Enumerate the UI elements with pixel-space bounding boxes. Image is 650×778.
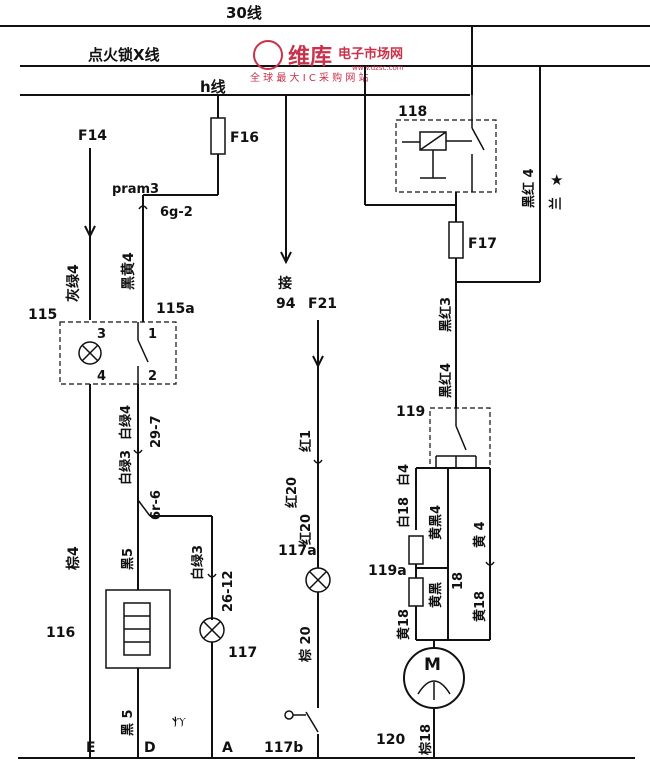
motor-label: M <box>424 655 441 675</box>
wire-black-red4: 黑红 4 <box>521 168 537 208</box>
component-115a-label: 115a <box>156 301 195 317</box>
component-120-label: 120 <box>376 732 405 748</box>
rail-30-label: 30线 <box>226 4 262 22</box>
component-119a-label: 119a <box>368 563 407 579</box>
wire-gray-green4: 灰绿4 <box>65 264 82 302</box>
fuse-f14-label: F14 <box>78 128 107 144</box>
pin-3-label: 3 <box>97 327 106 342</box>
fuse-f17-icon <box>448 221 464 259</box>
lamp-115-icon <box>78 341 102 365</box>
handwritten-mark: ⲯⲩ <box>172 713 186 728</box>
lamp-117a-cross-b <box>309 571 327 589</box>
resistor-b-icon <box>408 577 424 607</box>
motor-fan-icon <box>417 680 451 695</box>
relay-contact-blade-icon <box>471 127 485 151</box>
connector-yellow4-icon <box>485 561 495 566</box>
connector-29-7: 29-7 <box>149 415 164 448</box>
rail-h-label: h线 <box>200 78 226 96</box>
component-117-label: 117 <box>228 645 257 661</box>
terminal-D: D <box>144 740 156 756</box>
component-115-label: 115 <box>28 307 57 323</box>
wire-num18: 18 <box>451 572 466 590</box>
arrow-down-icon-3 <box>312 355 324 369</box>
watermark-site: 电子市场网 <box>338 46 403 62</box>
connector-6r6: 6r-6 <box>149 490 164 520</box>
wire-yellow4-label: 黄 4 <box>472 521 488 548</box>
watermark-logo-icon <box>253 40 283 70</box>
switch-119-box <box>429 407 491 469</box>
arrow-down-icon <box>84 225 96 239</box>
pin-2-label: 2 <box>148 369 157 384</box>
wire-6r6-split <box>137 499 151 517</box>
component-119-label: 119 <box>396 404 425 420</box>
watermark-slogan: 全 球 最 大 I C 采 购 网 站 <box>250 71 369 84</box>
pin-1-label: 1 <box>148 327 157 342</box>
rail-ignition-label: 点火锁X线 <box>88 46 160 64</box>
fuse-f16-label: F16 <box>230 130 259 146</box>
wire-white-green3: 白绿3 <box>118 450 134 485</box>
wire-yellow18-label: 黄18 <box>396 609 412 640</box>
connector-29-7-icon <box>133 449 143 454</box>
terminal-E: E <box>86 740 96 756</box>
wire-black-red3: 黑红3 <box>438 297 454 332</box>
wire-black-yellow4-label: 黑黄4 <box>120 252 137 290</box>
wire-black5: 黑5 <box>121 548 136 570</box>
switch-115-blade-icon <box>137 339 149 363</box>
wire-white-green4: 白绿4 <box>118 405 134 440</box>
connector-red1-icon <box>313 459 323 464</box>
ground-num: 94 <box>276 296 296 312</box>
component-115-box <box>59 321 177 385</box>
wire-white18: 白18 <box>396 497 412 528</box>
wire-red20: 红20 <box>284 477 300 508</box>
star-icon: ★ <box>550 171 563 189</box>
component-116-label: 116 <box>46 625 75 641</box>
wire-blue: 兰 <box>548 197 564 210</box>
wire-brown18-label: 棕18 <box>418 724 434 756</box>
switch-117b-blade-icon <box>305 711 319 733</box>
connector-pram3: pram3 <box>112 182 159 197</box>
watermark: 维库 电子市场网 www.dzsc.com 全 球 最 大 I C 采 购 网 … <box>250 40 404 84</box>
wire-yellow18b-label: 黄18 <box>472 591 488 622</box>
wire-red1: 红1 <box>298 430 314 452</box>
fuse-f21-label: F21 <box>308 296 337 312</box>
wire-red20b: 红20 <box>298 514 314 545</box>
wire-yellow-black18-label: 黄黑 <box>428 582 444 608</box>
wire-white4: 白4 <box>396 464 412 486</box>
component-117a-label: 117a <box>278 543 317 559</box>
component-117b-label: 117b <box>264 740 303 756</box>
fuse-f16-icon <box>210 117 226 155</box>
watermark-brand: 维库 <box>288 44 332 70</box>
terminal-A: A <box>222 740 233 756</box>
lamp-115-cross-b <box>81 344 99 362</box>
relay-coil-diag <box>419 131 447 151</box>
wire-yellow-black4-label: 黄黑4 <box>428 505 444 540</box>
component-118-label: 118 <box>398 104 427 120</box>
connector-6g2: 6g-2 <box>160 205 193 220</box>
fuse-f17-label: F17 <box>468 236 497 252</box>
resistor-a-icon <box>408 535 424 565</box>
switch-117b-knob-icon <box>284 710 294 720</box>
wire-brown20-label: 棕 20 <box>298 626 314 663</box>
ground-label: 接 <box>278 275 292 292</box>
pin-4-label: 4 <box>97 369 106 384</box>
wire-brown4-label: 棕4 <box>65 546 82 571</box>
wire-white-green3b-label: 白绿3 <box>190 545 206 580</box>
wire-black5b-label: 黑 5 <box>121 709 136 736</box>
lamp-117-cross-b <box>203 621 221 639</box>
watermark-url: www.dzsc.com <box>352 64 404 72</box>
switch-119-blade-icon <box>455 425 467 451</box>
connector-26-12-icon <box>207 573 217 578</box>
arrow-down-icon-2 <box>280 251 292 265</box>
relay-118-box <box>395 119 497 193</box>
wire-black-red4b: 黑红4 <box>438 363 454 398</box>
connector-26-12: 26-12 <box>221 570 236 612</box>
